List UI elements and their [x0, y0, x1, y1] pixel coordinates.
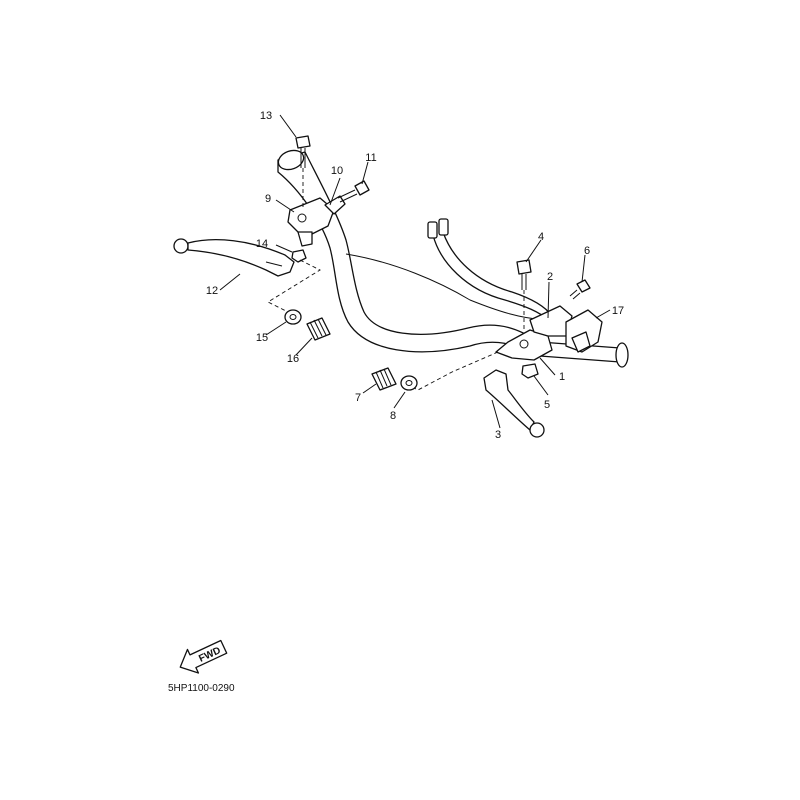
left-clutch-holder [287, 195, 346, 247]
callout-17: 17 [612, 305, 624, 317]
callout-12: 12 [206, 285, 218, 297]
bolt-13 [295, 135, 311, 210]
callout-10: 10 [331, 165, 343, 177]
washer-15 [284, 309, 302, 325]
callout-3: 3 [495, 429, 501, 441]
callout-16: 16 [287, 353, 299, 365]
clutch-lever [173, 238, 295, 277]
callout-6: 6 [584, 245, 590, 257]
callout-8: 8 [390, 410, 396, 422]
callout-5: 5 [544, 399, 550, 411]
callout-2: 2 [547, 271, 553, 283]
callout-leaders [219, 114, 611, 429]
callout-13: 13 [260, 110, 272, 122]
bolt-6 [569, 279, 591, 300]
leader-left [267, 259, 321, 315]
callout-4: 4 [538, 231, 544, 243]
callout-7: 7 [355, 392, 361, 404]
switch-17 [565, 309, 603, 353]
fwd-arrow-icon: FWD [179, 639, 228, 674]
bolt-11 [337, 180, 370, 203]
bolt-4 [516, 259, 532, 330]
adjuster-7 [371, 367, 397, 391]
washer-8 [400, 375, 418, 391]
switch-cables [427, 218, 553, 321]
brake-lever [483, 369, 545, 438]
nut-14 [291, 249, 307, 263]
nut-5 [521, 363, 539, 379]
callout-15: 15 [256, 332, 268, 344]
handlebar [277, 149, 629, 368]
callout-11: 11 [365, 152, 376, 164]
adjuster-16 [306, 317, 331, 341]
fwd-label: FWD [197, 645, 222, 665]
drawing-code: 5HP1100-0290 [168, 683, 235, 694]
callout-1: 1 [559, 371, 565, 383]
callout-14: 14 [256, 238, 268, 250]
callout-9: 9 [265, 193, 271, 205]
